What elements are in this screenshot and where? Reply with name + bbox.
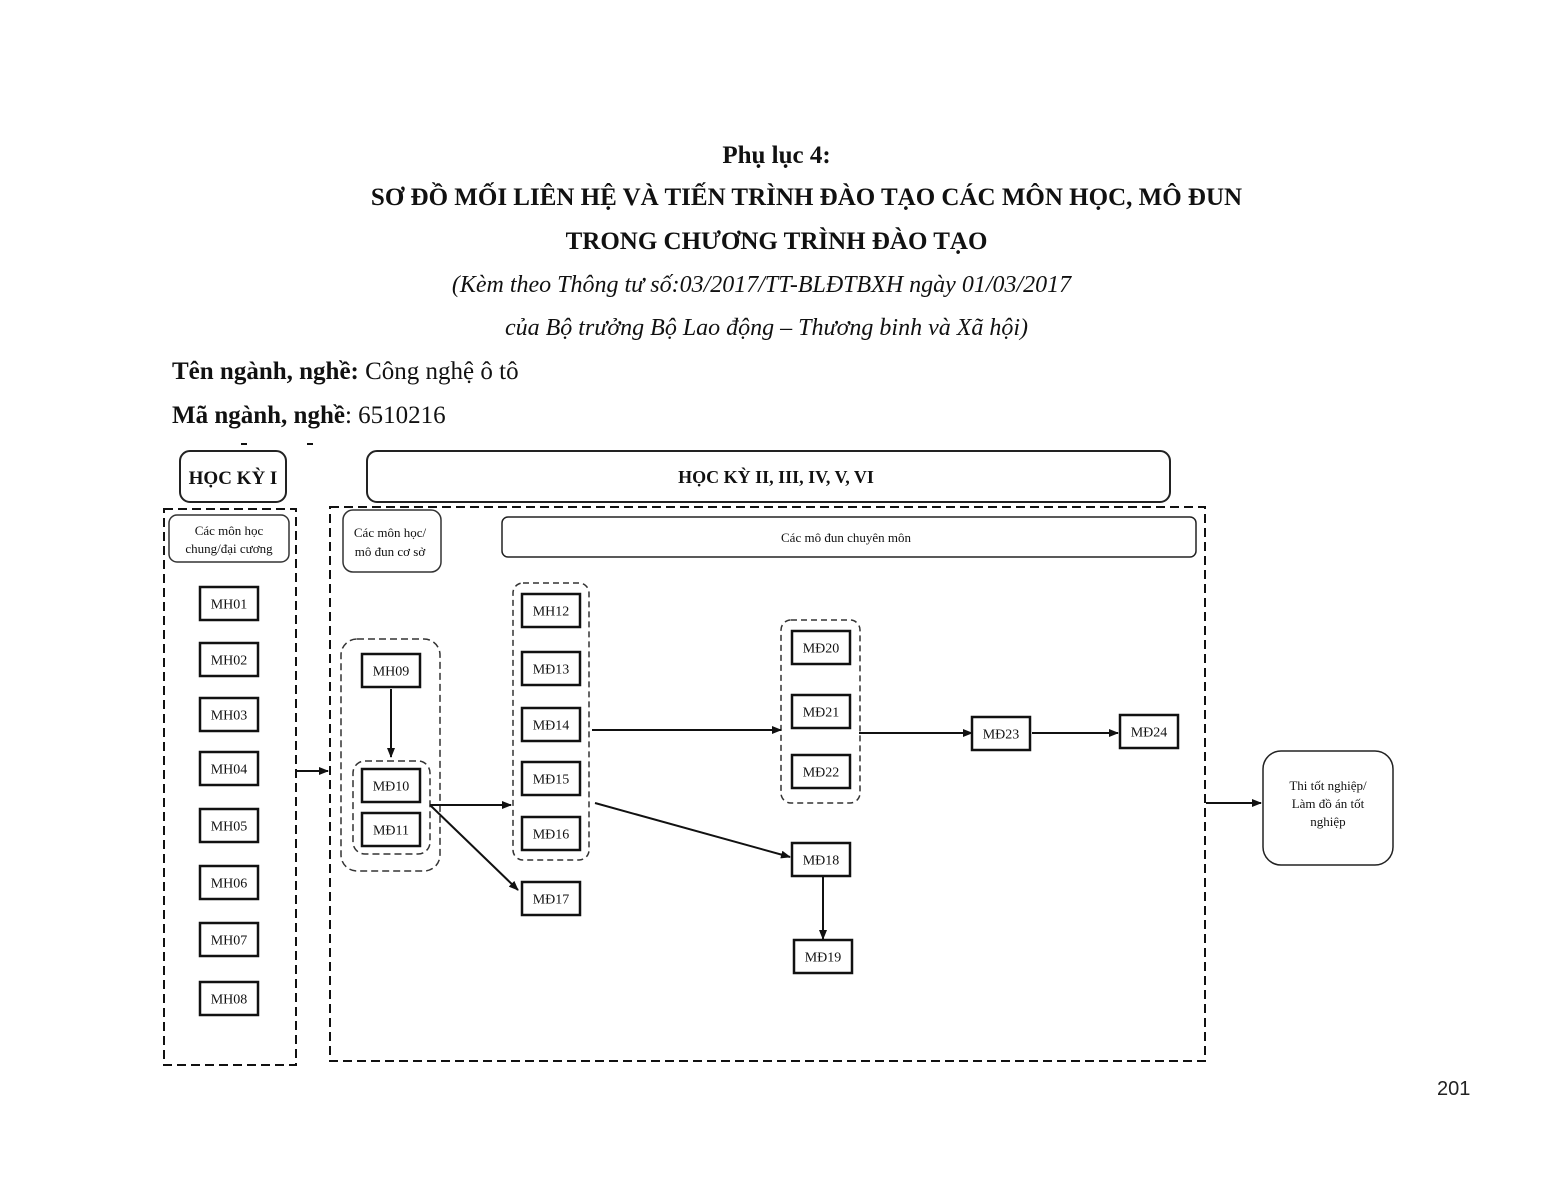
module-box: MH08 [198,980,260,1017]
semester-rest-header: HỌC KỲ II, III, IV, V, VI [366,450,1171,503]
basic-group-line-1: Các môn học/ [354,525,427,540]
title-line-2: TRONG CHƯƠNG TRÌNH ĐÀO TẠO [565,228,988,255]
arrow-col1-to-md18 [594,802,791,859]
tick-mark [241,443,247,445]
module-box: MĐ13 [520,650,582,687]
module-box: MĐ23 [970,715,1032,752]
module-box: MH06 [198,864,260,901]
module-label: MH08 [211,993,248,1008]
title-line-1: SƠ ĐỒ MỐI LIÊN HỆ VÀ TIẾN TRÌNH ĐÀO TẠO … [370,184,1243,211]
major-code-label: Mã ngành, nghề [172,402,345,429]
specialized-col1-group [512,582,590,861]
major-name-field: Tên ngành, nghề: Công nghệ ô tô [172,358,519,386]
module-label: MH02 [211,654,248,669]
module-label: MH04 [211,763,248,778]
major-name-value: Công nghệ ô tô [358,358,519,385]
basic-group-line-2: mô đun cơ sở [355,544,427,559]
module-label: MH09 [373,665,410,680]
module-box: MH05 [198,807,260,844]
arrows [297,689,1262,940]
module-label: MH03 [211,709,248,724]
module-box: MĐ10 [360,767,422,804]
module-box: MH01 [198,585,260,622]
module-label: MĐ16 [533,828,570,843]
major-code-field: Mã ngành, nghề: 6510216 [172,402,446,430]
semester-rest-title: HỌC KỲ II, III, IV, V, VI [678,466,874,487]
module-label: MĐ21 [803,706,840,721]
appendix-label: Phụ lục 4: [722,142,831,169]
module-label: MĐ20 [803,642,840,657]
module-label: MĐ14 [533,719,570,734]
module-box: MĐ16 [520,815,582,852]
specialized-group-label: Các mô đun chuyên môn [501,516,1197,558]
module-label: MH06 [211,877,248,892]
module-box: MĐ21 [790,693,852,730]
arrow-md10-to-md17 [429,804,519,891]
module-box: MĐ18 [790,841,852,878]
module-label: MH05 [211,820,248,835]
general-group-label: Các môn học chung/đại cương [168,514,290,563]
module-label: MH07 [211,934,248,949]
module-box: MH09 [360,652,422,689]
module-label: MĐ17 [533,893,570,908]
module-label: MĐ15 [533,773,570,788]
module-box: MĐ14 [520,706,582,743]
module-label: MĐ19 [805,951,842,966]
module-box: MĐ19 [792,938,854,975]
module-label: MH12 [533,605,570,620]
module-box: MĐ24 [1118,713,1180,750]
module-box: MĐ15 [520,760,582,797]
general-group-line-1: Các môn học [195,523,264,538]
module-label: MĐ11 [373,824,409,839]
final-line-3: nghiệp [1310,814,1345,829]
module-label: MĐ13 [533,663,570,678]
semester-1-title: HỌC KỲ I [189,467,278,489]
subtitle-line-1: (Kèm theo Thông tư số:03/2017/TT-BLĐTBXH… [451,272,1072,298]
semester-1-container [163,508,297,1066]
module-label: MĐ22 [803,766,840,781]
major-code-value: : 6510216 [344,402,446,429]
specialized-group-text: Các mô đun chuyên môn [781,530,911,545]
module-label: MĐ18 [803,854,840,869]
module-box: MH02 [198,641,260,678]
module-box: MH07 [198,921,260,958]
module-box: MĐ22 [790,753,852,790]
module-box: MH03 [198,696,260,733]
basic-group-label: Các môn học/ mô đun cơ sở [342,509,442,573]
general-group-line-2: chung/đại cương [185,541,273,556]
module-label: MĐ24 [1131,726,1168,741]
page-number: 201 [1437,1078,1471,1100]
semester-rest-container [329,506,1206,1062]
module-box: MH12 [520,592,582,629]
major-name-label: Tên ngành, nghề: [172,358,359,385]
final-line-1: Thi tốt nghiệp/ [1289,778,1367,793]
tick-mark [307,443,313,445]
subtitle-line-2: của Bộ trưởng Bộ Lao động – Thương binh … [504,315,1029,341]
semester-1-header: HỌC KỲ I [179,450,287,503]
module-label: MH01 [211,598,248,613]
basic-modules-group [340,638,441,872]
module-box: MĐ20 [790,629,852,666]
module-box: MH04 [198,750,260,787]
module-label: MĐ23 [983,728,1020,743]
module-box: MĐ17 [520,880,582,917]
module-label: MĐ10 [373,780,410,795]
md10-md11-group [352,760,431,855]
final-line-2: Làm đồ án tốt [1292,796,1365,811]
specialized-col2-group [780,619,861,804]
module-box: MĐ11 [360,811,422,848]
graduation-exam-box: Thi tốt nghiệp/ Làm đồ án tốt nghiệp [1262,750,1394,866]
